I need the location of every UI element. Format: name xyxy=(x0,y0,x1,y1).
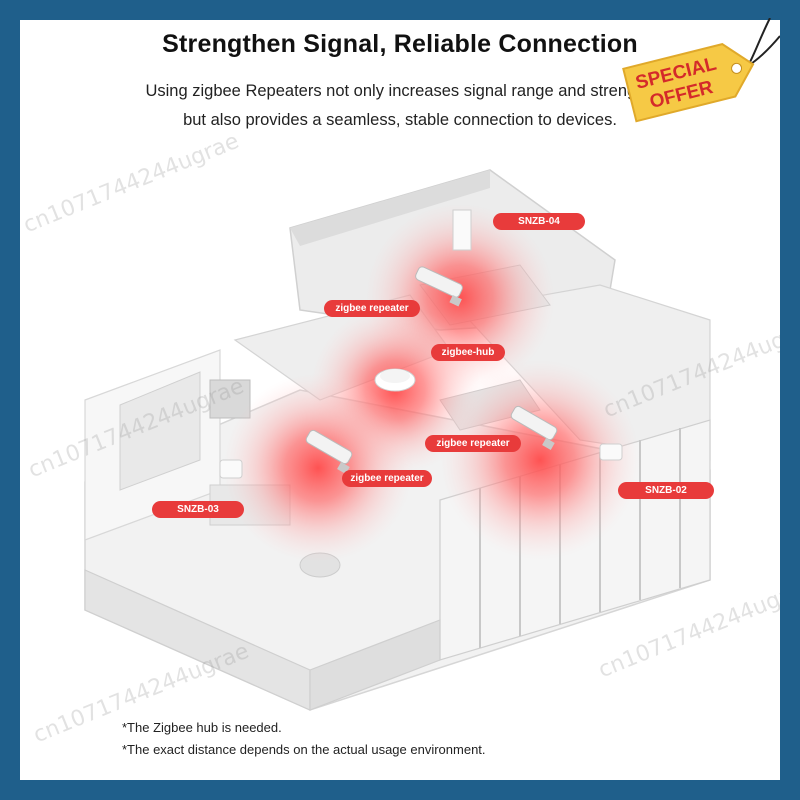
content-panel: Strengthen Signal, Reliable Connection U… xyxy=(20,20,780,780)
subtitle-line-1: Using zigbee Repeaters not only increase… xyxy=(145,82,655,100)
label-snzb02: SNZB-02 xyxy=(618,482,714,499)
signal-glow-left-repeater xyxy=(223,373,413,563)
subtitle-line-2: but also provides a seamless, stable con… xyxy=(183,111,617,129)
motion-sensor-icon xyxy=(219,459,243,479)
usb-repeater-icon-right xyxy=(510,405,558,450)
signal-glow-right-repeater xyxy=(440,360,640,560)
usb-repeater-icon-top xyxy=(415,266,463,307)
label-snzb03: SNZB-03 xyxy=(152,501,244,518)
page-title: Strengthen Signal, Reliable Connection xyxy=(162,30,638,58)
footnote-hub-needed: *The Zigbee hub is needed. xyxy=(122,720,282,735)
label-repeater-left: zigbee repeater xyxy=(342,470,432,487)
temperature-sensor-icon xyxy=(599,443,623,461)
footnote-distance: *The exact distance depends on the actua… xyxy=(122,742,486,757)
label-hub: zigbee-hub xyxy=(431,344,505,361)
door-sensor-icon xyxy=(452,209,472,251)
label-snzb04: SNZB-04 xyxy=(493,213,585,230)
label-repeater-top: zigbee repeater xyxy=(324,300,420,317)
hub-device-icon xyxy=(374,368,416,392)
special-offer-badge: SPECIAL OFFER xyxy=(622,18,780,123)
label-repeater-right: zigbee repeater xyxy=(425,435,521,452)
